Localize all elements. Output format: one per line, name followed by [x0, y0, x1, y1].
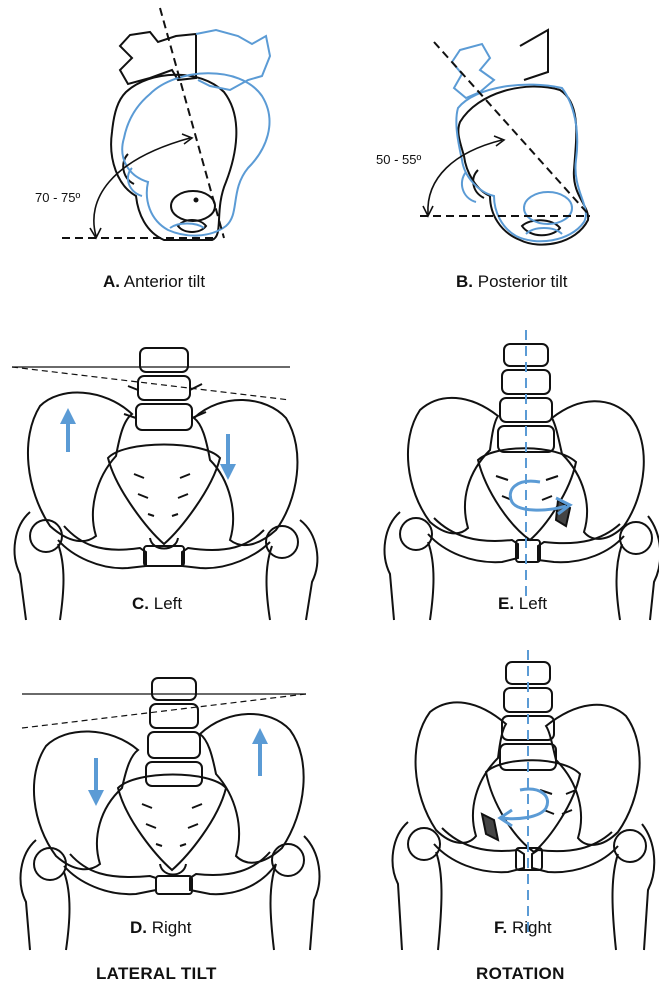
- vertebra: [148, 732, 200, 758]
- lateral-tilt-right-illustration: [0, 650, 330, 950]
- arrow-up-head: [252, 728, 268, 744]
- posterior-tilt-illustration: [330, 0, 659, 300]
- vertebra: [140, 348, 188, 372]
- panel-posterior-tilt: 50 - 55º B. Posterior tilt: [330, 0, 659, 300]
- reference-lines: [420, 42, 590, 216]
- panel-caption-text: Anterior tilt: [124, 272, 205, 291]
- panel-caption: D. Right: [130, 918, 191, 938]
- pelvis-outline-neutral: [111, 32, 236, 240]
- panel-lateral-tilt-left: C. Left: [0, 330, 330, 620]
- rotation-right-illustration: [330, 650, 659, 950]
- panel-caption: C. Left: [132, 594, 182, 614]
- vertebra: [138, 376, 190, 400]
- rotation-arc: [502, 789, 548, 819]
- tilt-arrows: [60, 408, 236, 480]
- pelvis-outline-neutral: [458, 30, 588, 245]
- panel-letter: F.: [494, 918, 507, 937]
- panel-letter: E.: [498, 594, 514, 613]
- arrow-down-head: [88, 790, 104, 806]
- panel-caption-text: Posterior tilt: [478, 272, 568, 291]
- anterior-tilt-illustration: [0, 0, 330, 300]
- pelvis-frontal: [393, 662, 655, 950]
- panel-caption: E. Left: [498, 594, 547, 614]
- panel-caption: A. Anterior tilt: [103, 272, 205, 292]
- panel-rotation-left: E. Left: [330, 330, 659, 620]
- panel-rotation-right: F. Right: [330, 650, 659, 950]
- section-title-rotation: ROTATION: [476, 964, 565, 984]
- panel-letter: C.: [132, 594, 149, 613]
- panel-letter: A.: [103, 272, 120, 291]
- panel-lateral-tilt-right: D. Right: [0, 650, 330, 950]
- panel-caption-text: Right: [152, 918, 192, 937]
- panel-caption-text: Right: [512, 918, 552, 937]
- rotation-indicator: [500, 650, 548, 932]
- panel-caption: F. Right: [494, 918, 552, 938]
- vertebra: [152, 678, 196, 700]
- pelvis-outline-tilted: [452, 44, 586, 241]
- panel-letter: B.: [456, 272, 473, 291]
- pelvis-frontal: [15, 348, 318, 620]
- panel-caption: B. Posterior tilt: [456, 272, 567, 292]
- pelvis-frontal: [21, 678, 320, 950]
- angle-arc: [94, 138, 190, 236]
- angle-label: 70 - 75º: [35, 190, 80, 205]
- panel-letter: D.: [130, 918, 147, 937]
- angle-label: 50 - 55º: [376, 152, 421, 167]
- vertebra: [136, 404, 192, 430]
- arrow-up-head: [60, 408, 76, 424]
- panel-caption-text: Left: [519, 594, 547, 613]
- section-title-lateral-tilt: LATERAL TILT: [96, 964, 217, 984]
- panel-caption-text: Left: [154, 594, 182, 613]
- lateral-tilt-left-illustration: [0, 330, 330, 620]
- panel-anterior-tilt: 70 - 75º A. Anterior tilt: [0, 0, 330, 300]
- rotation-left-illustration: [330, 330, 659, 620]
- reference-lines: [62, 8, 224, 238]
